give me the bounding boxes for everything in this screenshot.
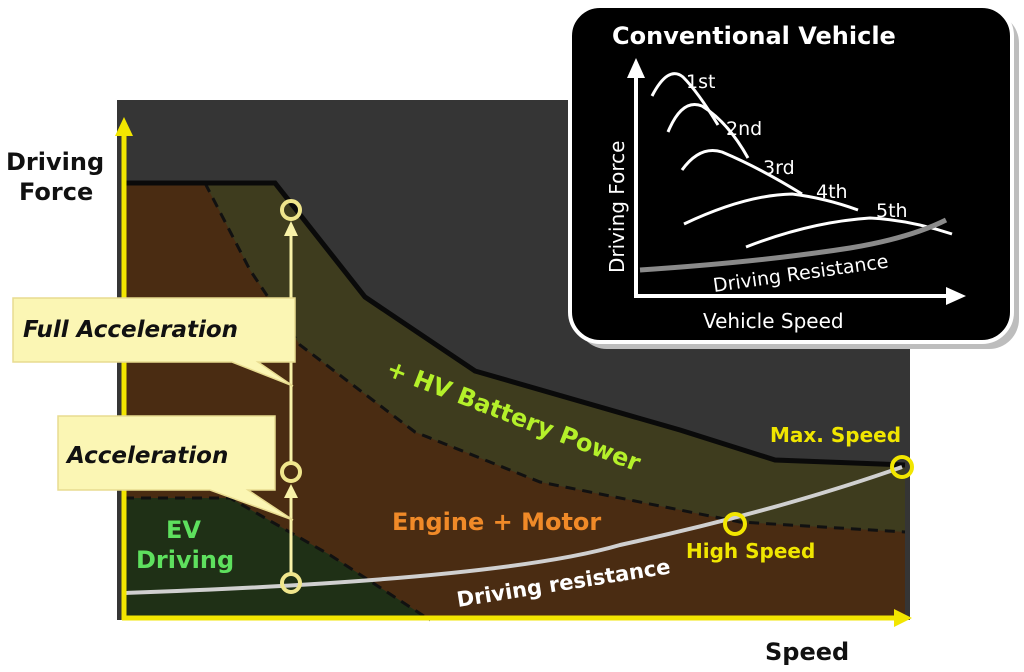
callout-full-acceleration [12, 297, 296, 387]
inset-resistance-curve [639, 217, 948, 273]
point-max-speed [890, 455, 914, 479]
inset-gear-1-label: 1st [686, 71, 715, 93]
inset-y-axis-label: Driving Force [605, 141, 629, 273]
driving-resistance-curve [123, 465, 903, 595]
ev-label-line1: EV [166, 516, 201, 544]
engine-motor-label: Engine + Motor [392, 508, 601, 536]
ev-label-line2: Driving [136, 546, 234, 574]
accel-arrowhead-upper [284, 221, 298, 236]
inset-title: Conventional Vehicle [612, 22, 896, 50]
x-axis-arrow [894, 609, 912, 627]
inset-x-axis-label: Vehicle Speed [703, 309, 844, 333]
inset-gear-5-label: 5th [876, 200, 908, 222]
boundary-ev-dashed [124, 496, 431, 622]
inset-gear-4-curve [683, 192, 859, 226]
point-acceleration [280, 461, 302, 483]
inset-gear-4-label: 4th [816, 181, 848, 203]
y-axis-label-line1: Driving [6, 148, 104, 176]
high-speed-label: High Speed [686, 539, 815, 563]
boundary-engine-dashed [203, 182, 906, 534]
inset-x-axis-arrow [946, 287, 966, 305]
callout-acceleration [57, 415, 294, 521]
y-axis-label-line2: Force [19, 178, 93, 206]
inset-gear-2-curve [666, 103, 750, 159]
inset-gear-2-label: 2nd [726, 118, 762, 140]
inset-gear-3-label: 3rd [763, 157, 795, 179]
accel-arrowhead-lower [284, 484, 298, 498]
inset-y-axis-arrow [627, 58, 645, 78]
inset-gear-3-curve [680, 149, 803, 196]
point-start [280, 572, 302, 594]
callout-acceleration-text: Acceleration [65, 443, 228, 469]
x-axis-label: Speed [765, 638, 849, 666]
region-hv-battery [124, 183, 905, 532]
point-high-speed [723, 512, 747, 536]
point-full-acceleration [280, 199, 302, 221]
inset-panel [568, 4, 1014, 344]
y-axis-arrow [115, 117, 133, 136]
max-speed-label: Max. Speed [770, 423, 901, 447]
region-engine-motor [124, 183, 905, 620]
max-force-curve [124, 180, 906, 468]
inset-gear-5-curve [745, 216, 953, 249]
callout-full-acceleration-text: Full Acceleration [23, 317, 238, 343]
